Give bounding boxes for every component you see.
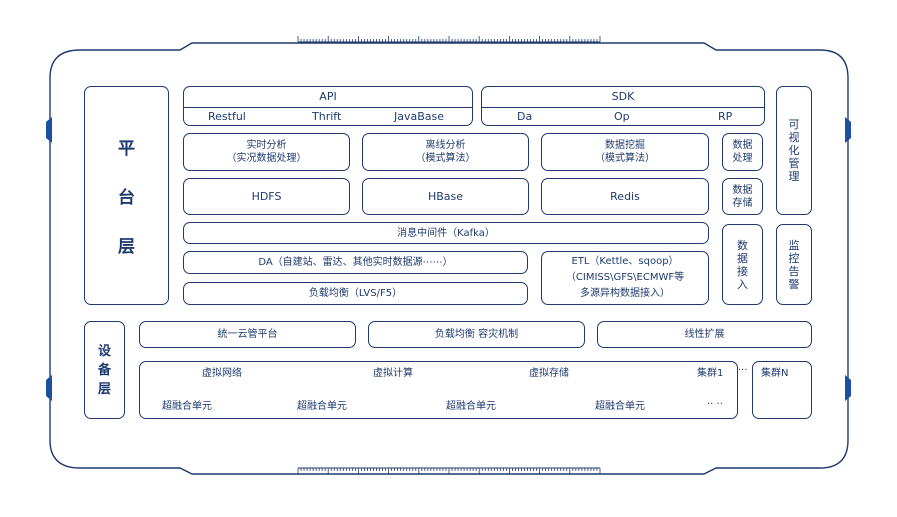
cluster-ellipsis: ··· (738, 365, 748, 376)
load-balance-box: 负载均衡（LVS/F5） (183, 282, 528, 305)
sdk-title: SDK (611, 90, 635, 103)
load-balance-label: 负载均衡（LVS/F5） (308, 288, 403, 299)
api-title: API (319, 90, 337, 103)
device-layer-char-3: 层 (97, 381, 111, 397)
data-processing-box: 数据处理 (722, 133, 763, 171)
device-layer-box: 设 备 层 (84, 321, 125, 419)
da-label: DA（自建站、雷达、其他实时数据源⋯⋯） (258, 257, 453, 268)
offline-analysis-subtitle: （模式算法） (415, 153, 476, 164)
platform-layer-char-2: 台 (118, 188, 135, 208)
linear-scale-box: 线性扩展 (597, 321, 812, 348)
realtime-analysis-box: 实时分析 （实况数据处理） (183, 133, 350, 171)
virtual-compute-label: 虚拟计算 (373, 368, 413, 379)
offline-analysis-title: 离线分析 (425, 140, 466, 151)
etl-box: ETL（Kettle、sqoop） （CIMISS\GFS\ECMWF等 多源异… (541, 251, 709, 305)
platform-layer-box: 平 台 层 (84, 86, 169, 305)
visual-management-label: 可视化管理 (788, 118, 800, 183)
data-mining-title: 数据挖掘 (605, 140, 645, 151)
cloud-management-label: 统一云管平台 (217, 329, 278, 340)
hyper-unit-2: 超融合单元 (297, 401, 347, 412)
data-ingest-box: 数据接入 (722, 224, 763, 305)
sdk-divider (482, 107, 764, 108)
monitor-alert-box: 监控告警 (776, 224, 812, 305)
data-storage-box: 数据存储 (722, 178, 763, 215)
cluster-n-box: 集群N (752, 361, 812, 419)
hyper-unit-3: 超融合单元 (446, 401, 496, 412)
sdk-item-da: Da (517, 110, 533, 123)
ruler-top (297, 36, 601, 43)
sdk-item-op: Op (614, 110, 630, 123)
hyper-unit-1: 超融合单元 (162, 401, 212, 412)
data-storage-label: 数据存储 (732, 184, 753, 209)
linear-scale-label: 线性扩展 (684, 329, 725, 340)
hyper-unit-4: 超融合单元 (595, 401, 645, 412)
redis-label: Redis (610, 189, 640, 203)
da-box: DA（自建站、雷达、其他实时数据源⋯⋯） (183, 251, 528, 274)
cluster-n-label: 集群N (761, 368, 789, 379)
sdk-box: SDK Da Op RP (481, 86, 765, 126)
hdfs-label: HDFS (251, 189, 282, 203)
api-divider (184, 107, 472, 108)
etl-line-1: ETL（Kettle、sqoop） (571, 256, 679, 267)
lb-disaster-label: 负载均衡 容灾机制 (434, 329, 519, 340)
platform-layer-char-3: 层 (118, 237, 135, 257)
api-item-javabase: JavaBase (394, 110, 445, 123)
data-processing-label: 数据处理 (732, 140, 753, 164)
hdfs-box: HDFS (183, 178, 350, 215)
cloud-management-box: 统一云管平台 (139, 321, 356, 348)
data-mining-box: 数据挖掘 （模式算法） (541, 133, 709, 171)
redis-box: Redis (541, 178, 709, 215)
offline-analysis-box: 离线分析 （模式算法） (362, 133, 529, 171)
hbase-label: HBase (427, 189, 464, 203)
virtual-network-label: 虚拟网络 (202, 368, 242, 379)
cluster-1-label: 集群1 (697, 368, 724, 379)
ruler-bottom (297, 467, 601, 474)
api-box: API Restful Thrift JavaBase (183, 86, 473, 126)
etl-line-2: （CIMISS\GFS\ECMWF等 (565, 272, 685, 283)
hbase-box: HBase (362, 178, 529, 215)
device-layer-char-1: 设 (97, 343, 111, 359)
realtime-analysis-title: 实时分析 (246, 140, 287, 151)
visual-management-box: 可视化管理 (776, 86, 812, 215)
device-layer-char-2: 备 (97, 362, 111, 378)
hyper-unit-ellipsis: ·· ·· (707, 399, 723, 410)
api-item-restful: Restful (208, 110, 246, 123)
virtual-storage-label: 虚拟存储 (529, 368, 569, 379)
monitor-alert-label: 监控告警 (788, 238, 800, 291)
data-ingest-label: 数据接入 (737, 238, 748, 291)
lb-disaster-box: 负载均衡 容灾机制 (368, 321, 585, 348)
realtime-analysis-subtitle: （实况数据处理） (226, 153, 307, 164)
api-item-thrift: Thrift (312, 110, 342, 123)
message-middleware-box: 消息中间件（Kafka） (183, 222, 709, 244)
etl-line-3: 多源异构数据接入） (580, 288, 670, 299)
message-middleware-label: 消息中间件（Kafka） (397, 227, 495, 239)
cluster-box: 虚拟网络 虚拟计算 虚拟存储 集群1 超融合单元 超融合单元 超融合单元 超融合… (139, 361, 738, 419)
platform-layer-char-1: 平 (118, 139, 135, 159)
sdk-item-rp: RP (718, 110, 733, 123)
data-mining-subtitle: （模式算法） (595, 153, 655, 164)
